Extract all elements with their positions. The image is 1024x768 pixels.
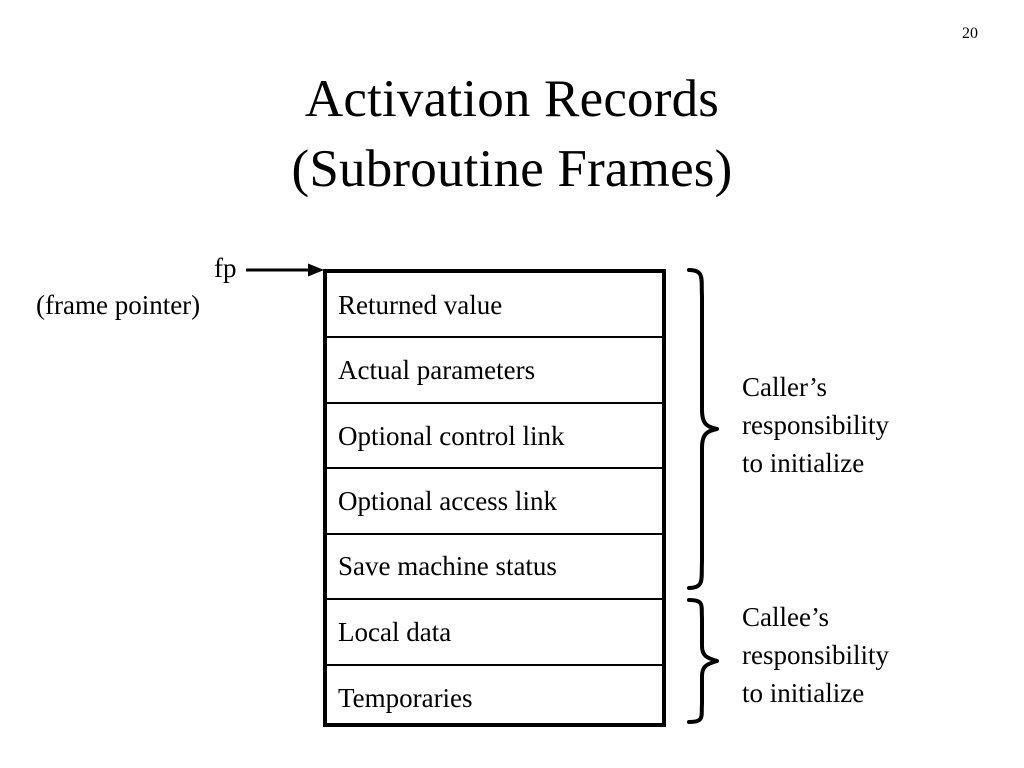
page-number: 20 [962, 25, 978, 42]
annotation-callee-line-2: responsibility [742, 640, 889, 670]
annotation-caller: Caller’s responsibility to initialize [742, 368, 889, 482]
annotation-callee-line-3: to initialize [742, 678, 865, 708]
page-title: Activation Records (Subroutine Frames) [0, 64, 1024, 204]
curly-brace-right-icon-caller [687, 268, 719, 590]
fp-label: fp [214, 253, 237, 283]
curly-brace-right-icon-callee [687, 598, 719, 724]
activation-record-table: Returned value Actual parameters Optiona… [323, 269, 666, 727]
frame-pointer-group: fp [214, 253, 324, 293]
annotation-caller-line-3: to initialize [742, 448, 865, 478]
table-row: Returned value [327, 273, 662, 339]
annotation-caller-line-1: Caller’s [742, 372, 827, 402]
table-row: Optional control link [327, 404, 662, 470]
page-title-line-2: (Subroutine Frames) [291, 140, 733, 198]
page-title-line-1: Activation Records [304, 70, 720, 128]
table-row: Local data [327, 600, 662, 666]
table-row: Temporaries [338, 683, 473, 714]
table-row: Optional access link [327, 469, 662, 535]
annotation-callee: Callee’s responsibility to initialize [742, 598, 889, 712]
right-arrow-icon [246, 263, 324, 277]
table-row: Actual parameters [327, 338, 662, 404]
annotation-callee-line-1: Callee’s [742, 602, 829, 632]
table-row: Save machine status [327, 535, 662, 601]
frame-pointer-description: (frame pointer) [36, 290, 201, 320]
annotation-caller-line-2: responsibility [742, 410, 889, 440]
